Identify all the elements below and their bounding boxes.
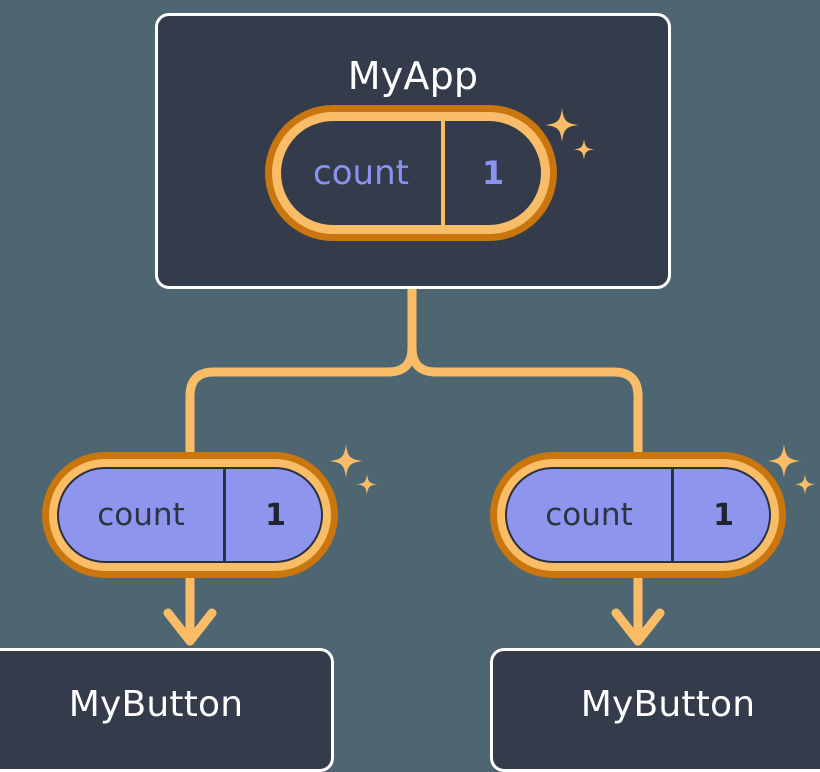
- state-pill-root[interactable]: count 1: [265, 105, 557, 241]
- pill-body: count 1: [281, 121, 541, 225]
- connector-branch-right: [407, 343, 643, 457]
- connector-arrow-right-head: [611, 608, 665, 646]
- node-card-mybutton-left[interactable]: MyButton: [0, 648, 334, 772]
- node-card-mybutton-right[interactable]: MyButton: [490, 648, 820, 772]
- connector-arrow-left-head: [163, 608, 217, 646]
- state-value-label: 1: [441, 121, 541, 225]
- state-pill-branch-right[interactable]: count 1: [490, 452, 786, 578]
- state-key-label: count: [313, 153, 409, 193]
- page-title: MyApp: [347, 54, 479, 98]
- state-pill-branch-left[interactable]: count 1: [42, 452, 338, 578]
- node-label: MyButton: [580, 684, 756, 725]
- state-key-label: count: [545, 497, 633, 533]
- pill-body: count 1: [505, 467, 771, 563]
- state-value-label: 1: [671, 469, 769, 561]
- connector-branch-left: [185, 343, 417, 457]
- node-label: MyButton: [68, 684, 244, 725]
- state-value-label: 1: [223, 469, 321, 561]
- state-key-label: count: [97, 497, 185, 533]
- pill-body: count 1: [57, 467, 323, 563]
